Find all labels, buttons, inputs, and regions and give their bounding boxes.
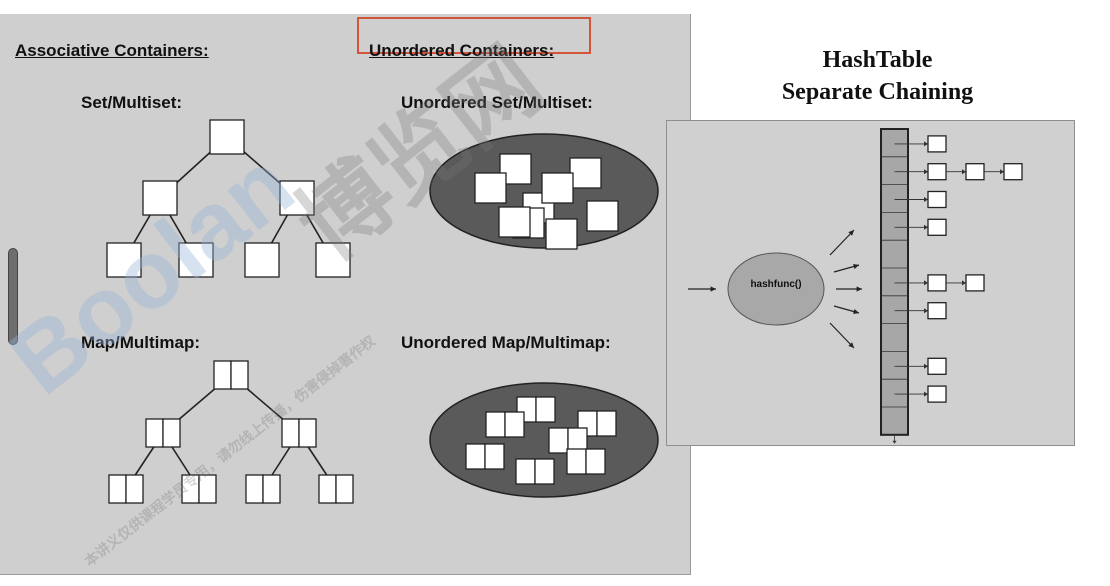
unordered-set-element: [586, 200, 619, 232]
chain-node: [927, 357, 947, 375]
map-tree-node: [262, 474, 281, 504]
chain-link-head: [962, 169, 966, 175]
unordered-set-element: [498, 206, 531, 238]
map-tree-node: [125, 474, 144, 504]
unordered-map-element: [534, 458, 555, 485]
set-tree-node: [244, 242, 280, 278]
unordered-containers-header: Unordered Containers:: [369, 41, 555, 60]
set-tree-node: [178, 242, 214, 278]
chain-link-head: [924, 169, 928, 175]
chain-link-head: [924, 308, 928, 314]
hashfunc-ellipse: [727, 252, 825, 326]
chain-node: [927, 385, 947, 403]
unordered-map-element: [585, 448, 606, 475]
chain-link-head: [924, 391, 928, 397]
hash-arrow-head: [856, 286, 862, 292]
unordered-set-multiset-label: Unordered Set/Multiset:: [401, 93, 593, 112]
input-arrow-head: [710, 286, 716, 292]
map-tree-node: [162, 418, 181, 448]
chain-link-head: [924, 363, 928, 369]
hash-arrow-head: [848, 342, 854, 348]
hash-arrow-head: [853, 309, 859, 315]
hash-arrow: [829, 322, 855, 349]
highlight-box: [357, 17, 591, 54]
set-tree-node: [209, 119, 245, 155]
associative-containers-header: Associative Containers:: [15, 41, 209, 60]
hashtable-title-line2: Separate Chaining: [781, 79, 974, 105]
chain-node: [927, 163, 947, 181]
set-multiset-label: Set/Multiset:: [81, 93, 183, 112]
chain-link-head: [924, 141, 928, 147]
unordered-set-element: [569, 157, 602, 189]
chain-node: [927, 218, 947, 236]
bucket-array: [880, 128, 909, 436]
set-tree-node: [106, 242, 142, 278]
chain-node: [965, 163, 985, 181]
hash-arrow-head: [853, 263, 859, 269]
unordered-map-element: [535, 396, 556, 423]
chain-link-head: [924, 280, 928, 286]
set-tree-node: [279, 180, 315, 216]
unordered-map-multimap-label: Unordered Map/Multimap:: [401, 333, 611, 352]
map-tree-node: [298, 418, 317, 448]
hash-arrow: [829, 229, 855, 256]
set-tree-node: [142, 180, 178, 216]
unordered-map-element: [484, 443, 505, 470]
chain-node: [965, 274, 985, 292]
scrollbar-thumb[interactable]: [8, 248, 18, 345]
unordered-map-element: [596, 410, 617, 437]
bucket-tail-head: [892, 440, 897, 444]
hashtable-title-line1: HashTable: [822, 47, 933, 73]
chain-node: [927, 190, 947, 209]
map-tree-node: [335, 474, 354, 504]
map-multimap-label: Map/Multimap:: [81, 333, 200, 352]
chain-node: [927, 135, 947, 153]
chain-node: [927, 274, 947, 292]
chain-link-head: [924, 224, 928, 230]
unordered-set-element: [545, 218, 578, 250]
chain-link-head: [1000, 169, 1004, 175]
chain-node: [927, 302, 947, 320]
map-tree-node: [230, 360, 249, 390]
hash-arrow-head: [848, 230, 854, 236]
unordered-set-element: [474, 172, 507, 204]
hashtable-title: HashTable Separate Chaining: [735, 44, 1020, 108]
hashfunc-label: hashfunc(): [750, 279, 802, 290]
chain-link-head: [962, 280, 966, 286]
chain-node: [1003, 163, 1023, 181]
unordered-map-element: [504, 411, 525, 438]
map-tree-node: [198, 474, 217, 504]
set-tree-node: [315, 242, 351, 278]
chain-link-head: [924, 197, 928, 202]
unordered-set-element: [541, 172, 574, 204]
